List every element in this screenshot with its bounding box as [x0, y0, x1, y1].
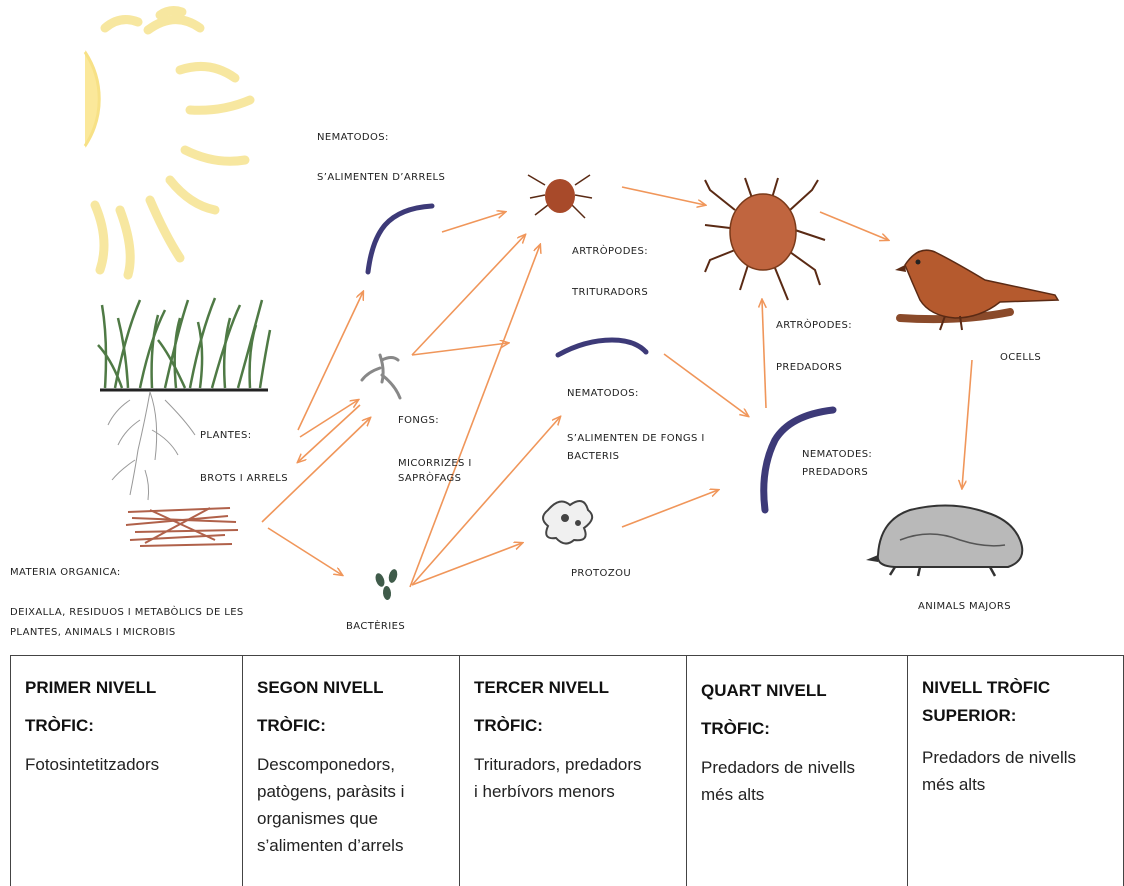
arthropods-shredders-title: ARTRÒPODES:: [572, 246, 648, 257]
large-animals-label: ANIMALS MAJORS: [918, 601, 1011, 612]
organic-matter-icon: [126, 508, 238, 546]
nematodes-predators-title: NEMATODES:: [802, 449, 872, 460]
level-heading: TRÒFIC:: [257, 707, 445, 745]
bird-icon: [895, 250, 1058, 330]
level-description: Predadors de nivells més alts: [922, 744, 1112, 798]
trophic-level-4: QUART NIVELL TRÒFIC: Predadors de nivell…: [686, 655, 907, 886]
fungi-desc-2: SAPRÒFAGS: [398, 473, 461, 484]
protozoa-label: PROTOZOU: [571, 568, 631, 579]
bacteria-label: BACTÈRIES: [346, 621, 405, 632]
level-heading: NIVELL TRÒFIC: [922, 674, 1109, 702]
sun-icon: [85, 11, 250, 275]
roots-icon: [108, 392, 195, 500]
level-heading: TRÒFIC:: [701, 710, 893, 748]
trophic-level-3: TERCER NIVELL TRÒFIC: Trituradors, preda…: [459, 655, 686, 886]
food-web-artwork: [0, 0, 1124, 655]
fungi-title: FONGS:: [398, 415, 439, 426]
nematodes-roots-title: NEMATODOS:: [317, 132, 389, 143]
level-heading: TRÒFIC:: [25, 707, 228, 745]
fungi-icon: [362, 355, 400, 398]
arthropods-shredders-desc: TRITURADORS: [572, 287, 648, 298]
nematodes-fungi-desc-1: S’ALIMENTEN DE FONGS I: [567, 433, 705, 444]
fungi-desc-1: MICORRIZES I: [398, 458, 472, 469]
mole-icon: [866, 505, 1022, 576]
birds-label: OCELLS: [1000, 352, 1041, 363]
organic-matter-desc-2: PLANTES, ANIMALS I MICROBIS: [10, 627, 176, 638]
level-description: Trituradors, predadors i herbívors menor…: [474, 751, 644, 805]
level-heading: TERCER NIVELL: [474, 669, 672, 707]
level-heading: SUPERIOR:: [922, 702, 1109, 730]
trophic-level-1: PRIMER NIVELL TRÒFIC: Fotosintetitzadors: [10, 655, 242, 886]
level-description: Descomponedors, patògens, paràsits i org…: [257, 751, 445, 859]
level-description: Predadors de nivells més alts: [701, 754, 886, 808]
bacteria-icon: [374, 568, 399, 600]
worm-icon: [558, 340, 646, 355]
nematodes-fungi-desc-2: BACTERIS: [567, 451, 619, 462]
level-heading: TRÒFIC:: [474, 707, 672, 745]
nematodes-roots-desc: S’ALIMENTEN D’ARRELS: [317, 172, 445, 183]
level-heading: QUART NIVELL: [701, 672, 893, 710]
small-mite-icon: [528, 175, 592, 218]
organic-matter-title: MATERIA ORGANICA:: [10, 567, 121, 578]
trophic-level-5: NIVELL TRÒFIC SUPERIOR: Predadors de niv…: [907, 655, 1124, 886]
arthropods-predators-desc: PREDADORS: [776, 362, 842, 373]
nematodes-predators-desc: PREDADORS: [802, 467, 868, 478]
grass-icon: [98, 298, 270, 388]
organic-matter-desc-1: DEIXALLA, RESIDUOS I METABÒLICS DE LES: [10, 607, 244, 618]
level-heading: PRIMER NIVELL: [25, 669, 228, 707]
trophic-levels-table: PRIMER NIVELL TRÒFIC: Fotosintetitzadors…: [0, 655, 1124, 886]
big-mite-icon: [705, 178, 825, 300]
arthropods-predators-title: ARTRÒPODES:: [776, 320, 852, 331]
protozoa-icon: [543, 501, 592, 544]
nematodes-fungi-title: NEMATODOS:: [567, 388, 639, 399]
plants-title: PLANTES:: [200, 430, 252, 441]
trophic-level-2: SEGON NIVELL TRÒFIC: Descomponedors, pat…: [242, 655, 459, 886]
worm-icon: [764, 410, 833, 510]
worm-icon: [368, 206, 432, 272]
level-heading: SEGON NIVELL: [257, 669, 445, 707]
plants-desc: BROTS I ARRELS: [200, 473, 288, 484]
level-description: Fotosintetitzadors: [25, 751, 228, 778]
